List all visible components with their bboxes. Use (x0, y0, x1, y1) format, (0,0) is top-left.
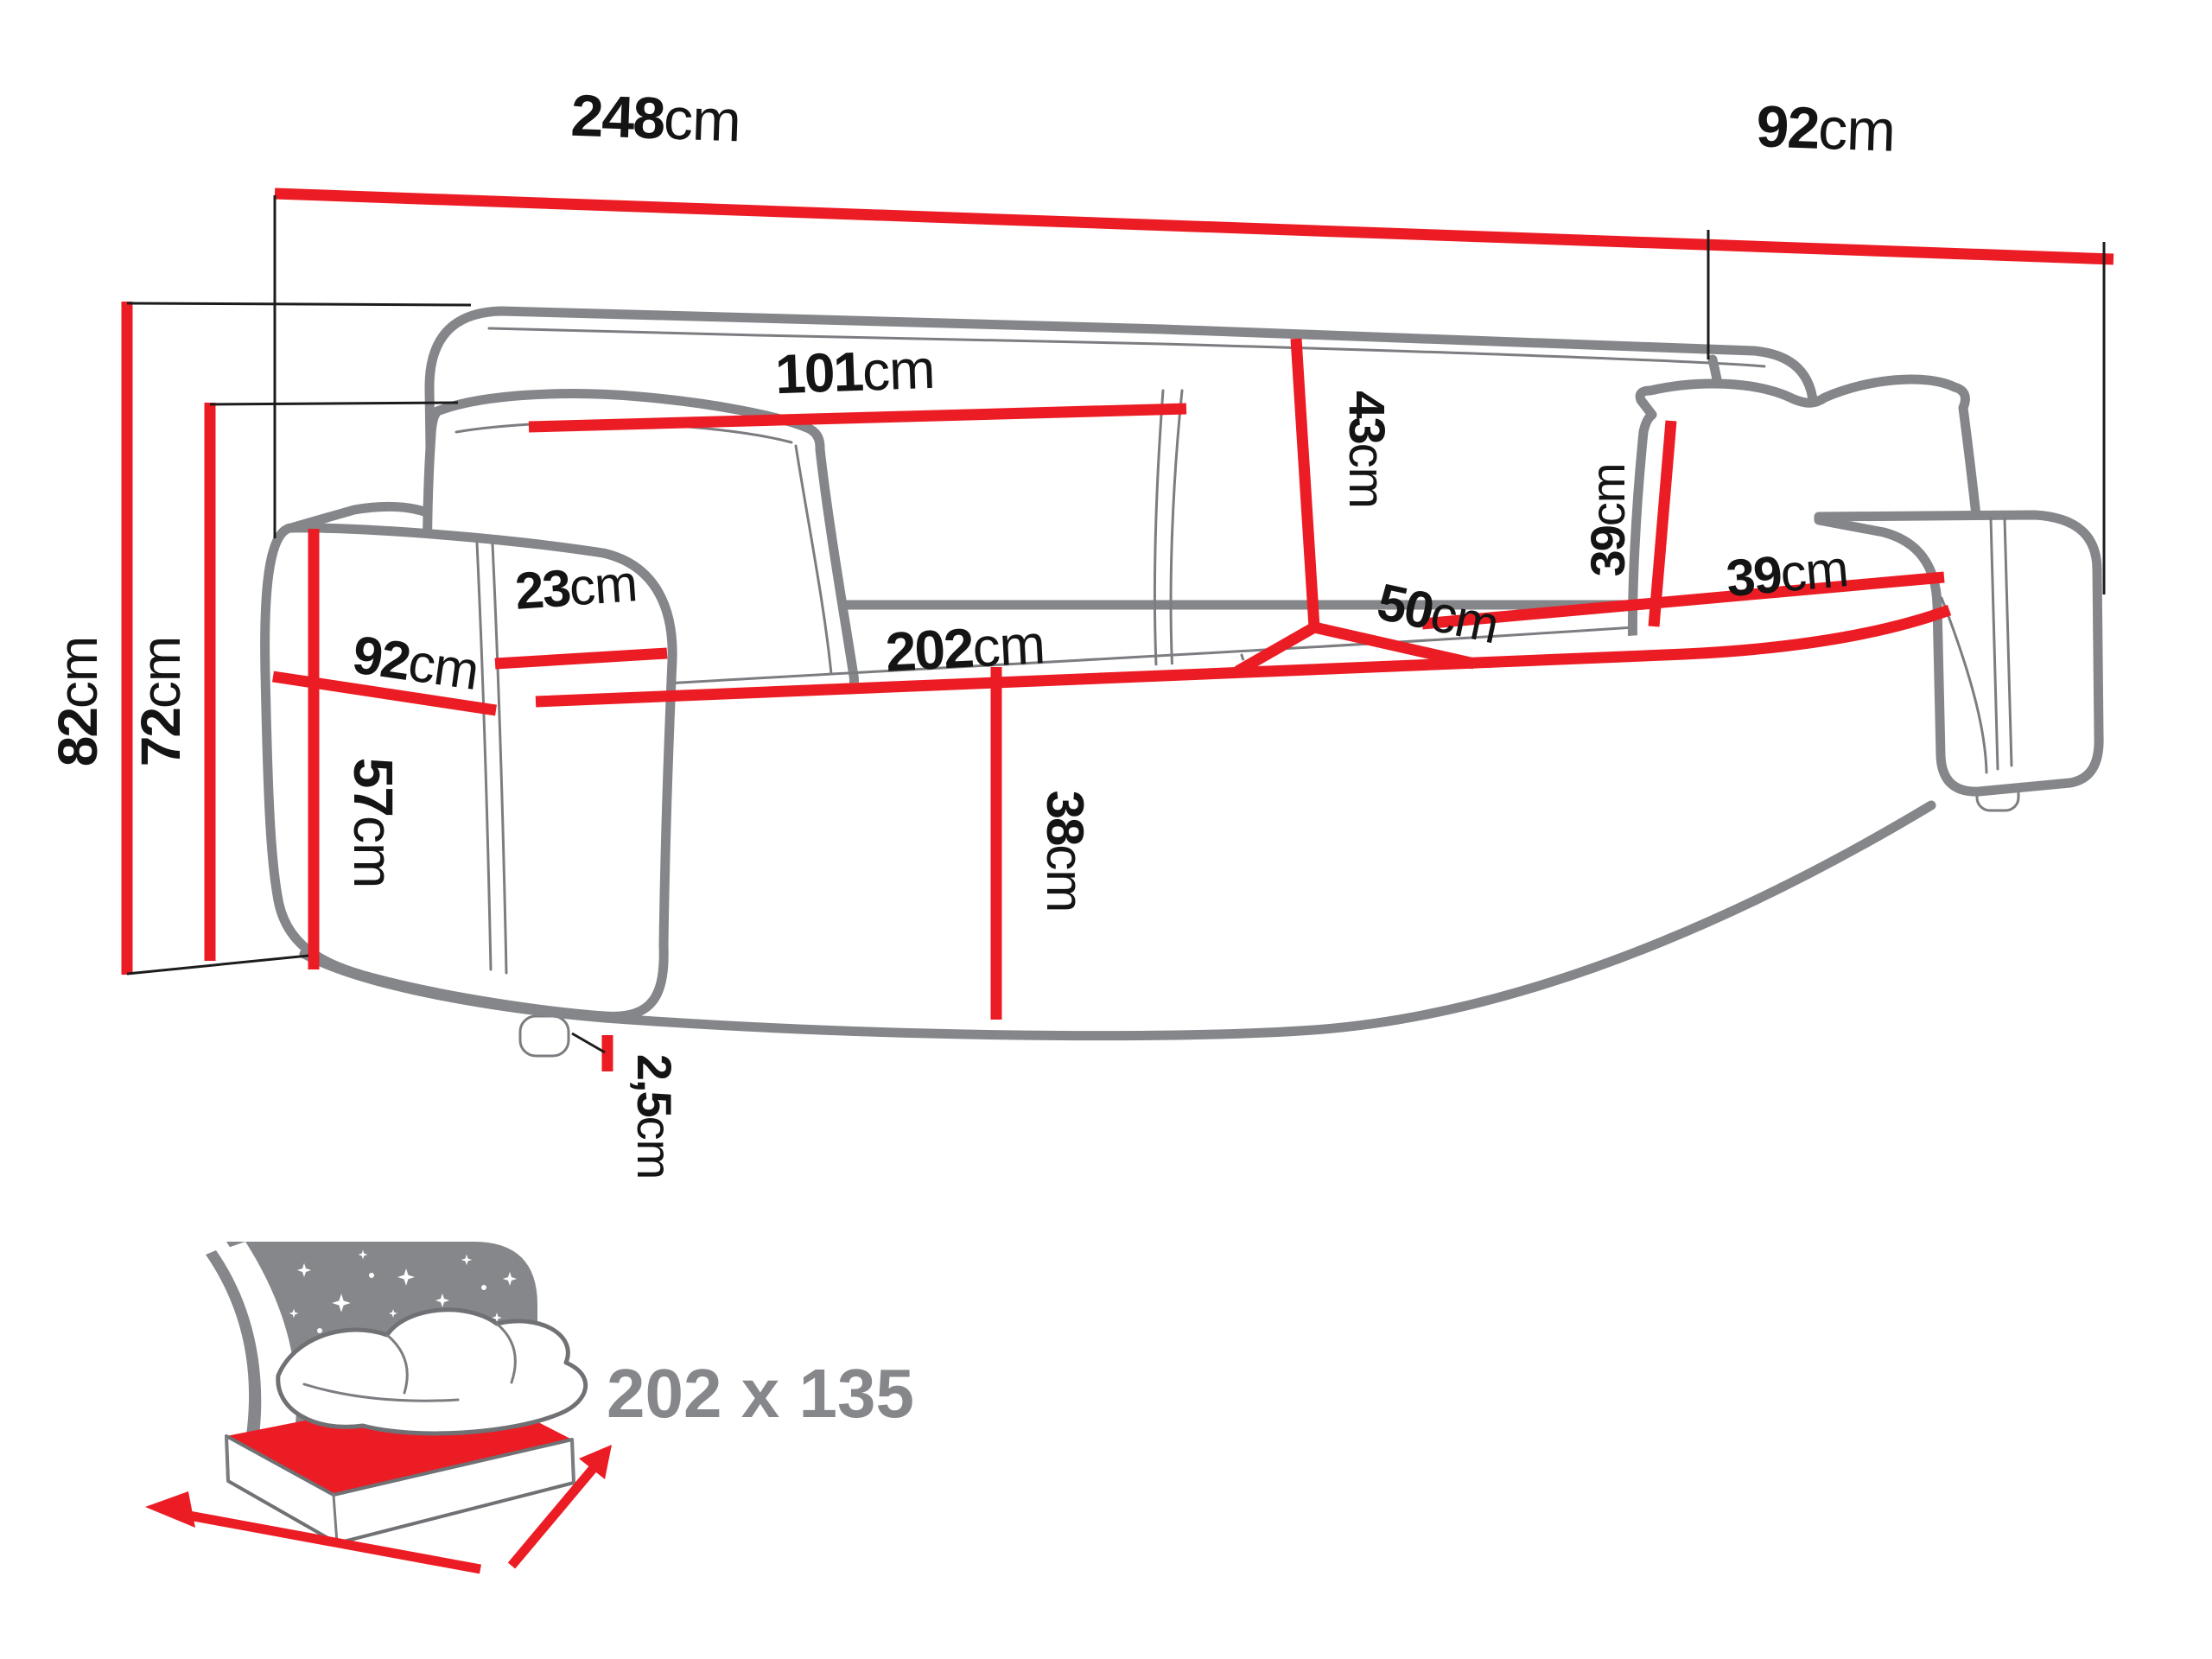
width-arrow-head (145, 1491, 195, 1528)
label-seat-depth: 50cm (1372, 573, 1503, 655)
label-backrest-height: 72cm (130, 637, 192, 767)
label-overall-width: 248cm (569, 83, 741, 155)
depth-arrow-head (579, 1445, 612, 1479)
blanket-creases (302, 1322, 517, 1402)
label-back-cushion-height: 43cm (1338, 391, 1395, 508)
label-seat-width: 202cm (884, 613, 1046, 683)
ext-height-72-top (209, 401, 459, 406)
right-armrest (1814, 510, 2104, 797)
front-left-leg (518, 1014, 570, 1058)
label-armrest-width: 23cm (513, 554, 639, 620)
label-pillow-height: 39cm (1580, 464, 1635, 577)
right-armrest-creases (1940, 517, 2013, 774)
ext-height-bottom (126, 954, 309, 976)
dim-line-pillow-height-39 (1648, 420, 1677, 627)
backrest-top-seam (487, 327, 1766, 368)
dimension-labels: 248cm 92cm 82cm 72cm 101cm 43cm 23cm 92c… (47, 83, 1896, 1179)
back-cushion-seam (1169, 389, 1184, 676)
label-pillow-width: 39cm (1724, 539, 1850, 607)
dim-line-armrest-width-23 (494, 647, 668, 670)
dim-line-back-cushion-height-43 (1234, 338, 1476, 677)
label-back-cushion-width: 101cm (774, 338, 935, 405)
label-seat-front-height: 38cm (1036, 791, 1094, 912)
dimension-lines (121, 188, 2114, 1071)
dim-line-overall-width-depth (274, 188, 2114, 265)
left-armrest (260, 523, 677, 1021)
dim-line-pillow-width-39 (1421, 571, 1945, 630)
seat-base (307, 612, 1949, 1036)
label-armrest-height: 57cm (342, 758, 404, 888)
back-cushion-seam-2 (1153, 389, 1165, 667)
depth-arrow-shaft (507, 1465, 597, 1569)
sofa-drawing (260, 306, 2104, 1058)
label-side-depth: 92cm (349, 625, 482, 702)
label-overall-depth: 92cm (1755, 93, 1896, 164)
extension-lines (126, 195, 2106, 1054)
left-armrest-front (260, 523, 677, 1021)
dim-line-side-depth-92 (272, 671, 497, 716)
dim-line-seat-width-202 (535, 604, 1952, 708)
ext-leg-pointer (571, 1032, 606, 1054)
ext-height-82-top (126, 302, 472, 307)
right-armrest-outline (1814, 510, 2104, 797)
bed-size-label: 202 x 135 (607, 1355, 914, 1432)
label-overall-height: 82cm (47, 637, 109, 767)
mattress-corner-lines (225, 1434, 575, 1545)
width-arrow-shaft (179, 1509, 481, 1574)
dim-line-back-cushion-width-101 (528, 403, 1187, 433)
bed-icon (145, 1242, 612, 1574)
label-leg-height: 2,5cm (627, 1054, 682, 1179)
curtain-swoosh (223, 1242, 297, 1471)
left-armrest-crease (475, 541, 508, 975)
